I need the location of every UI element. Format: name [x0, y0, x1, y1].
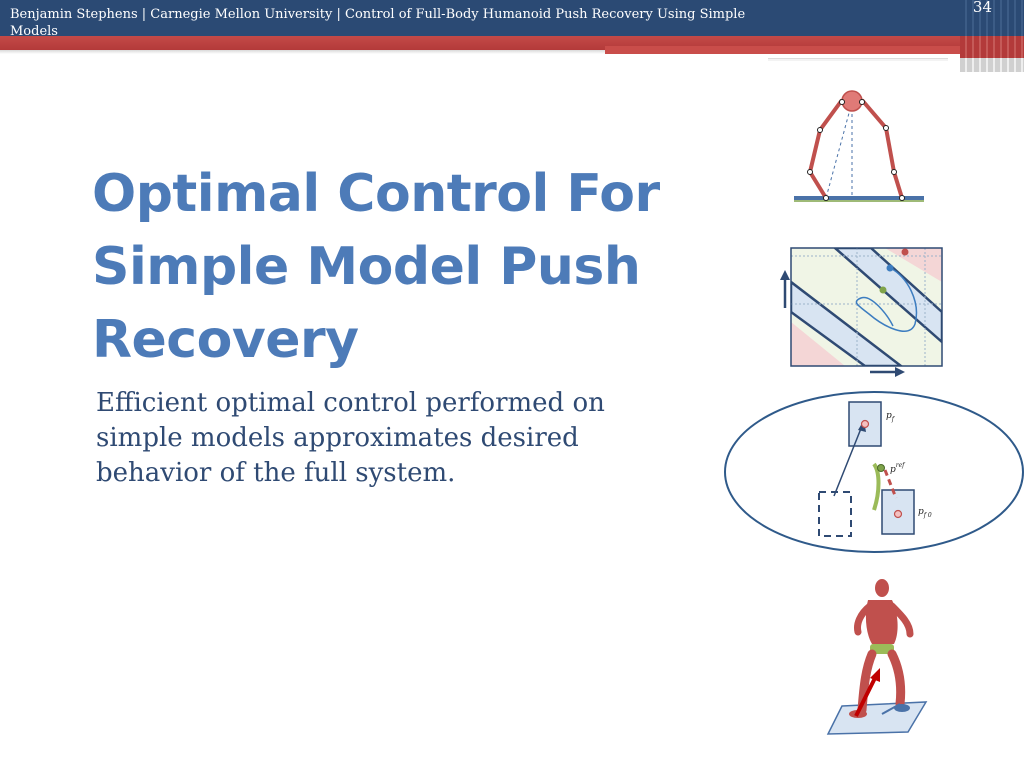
point-blue — [886, 264, 894, 272]
label-p-f0: pf 0 — [918, 507, 932, 519]
slide-body-line1: Efficient optimal control performed on — [96, 388, 605, 418]
slide-title-line1: Optimal Control For — [92, 164, 660, 224]
robot-right-arm — [888, 602, 914, 638]
header-citation: Benjamin Stephens | Carnegie Mellon Univ… — [10, 6, 780, 40]
slide-body-line2: simple models approximates desired — [96, 423, 579, 453]
com-mass — [841, 90, 863, 112]
robot-left-arm — [854, 602, 874, 636]
header-shadow — [0, 50, 605, 54]
robot-pelvis — [870, 644, 894, 654]
point-red — [901, 248, 909, 256]
band-lower — [791, 280, 904, 366]
label-p-f: pf — [886, 411, 896, 423]
x-axis-arrowhead — [895, 367, 905, 377]
header-citation-line1: Benjamin Stephens | Carnegie Mellon Univ… — [10, 7, 746, 22]
slide-title-line2: Simple Model Push — [92, 237, 641, 297]
robot-torso — [865, 600, 898, 644]
plot-border — [790, 247, 943, 367]
foot-initial-point — [893, 509, 903, 519]
com-dashed-line-left — [825, 101, 853, 199]
slide-title-line3: Recovery — [92, 310, 359, 370]
header-citation-line2: Models — [10, 24, 58, 39]
right-leg — [860, 98, 904, 199]
region-bottom-left — [791, 322, 845, 366]
state-space-figure — [780, 247, 943, 377]
header-accent-line — [768, 58, 948, 61]
ref-point — [877, 464, 885, 472]
slide-body: Efficient optimal control performed on s… — [96, 386, 696, 491]
slide-number: 34 — [972, 0, 992, 16]
step-direction-arrow — [881, 703, 901, 715]
humanoid-robot-figure — [826, 579, 928, 735]
robot-right-leg — [887, 649, 906, 709]
robot-head — [875, 579, 889, 597]
step-line — [833, 425, 863, 497]
push-force-arrow — [854, 675, 878, 717]
point-green — [879, 286, 887, 294]
foot-placement-figure: pf pref pf 0 — [724, 391, 1024, 553]
header-red-stripe-right — [605, 46, 1024, 54]
foot-target-point — [860, 419, 870, 429]
band-upper — [833, 248, 942, 344]
reachable-ellipse — [724, 391, 1024, 553]
ref-dashed-line — [883, 469, 898, 499]
push-force-arrowhead — [870, 668, 880, 682]
simple-model-figure — [794, 90, 924, 202]
slide-body-line3: behavior of the full system. — [96, 458, 456, 488]
header-corner-stripes-red — [960, 36, 1024, 58]
header-corner-stripes-fade — [960, 58, 1024, 72]
y-axis-arrowhead — [780, 270, 790, 280]
label-p-ref: pref — [890, 462, 906, 475]
zmp-path — [872, 462, 881, 511]
floor-plate — [826, 701, 928, 735]
slide-title: Optimal Control For Simple Model Push Re… — [92, 158, 732, 377]
trajectory-curve — [855, 267, 918, 332]
left-leg — [808, 98, 844, 200]
